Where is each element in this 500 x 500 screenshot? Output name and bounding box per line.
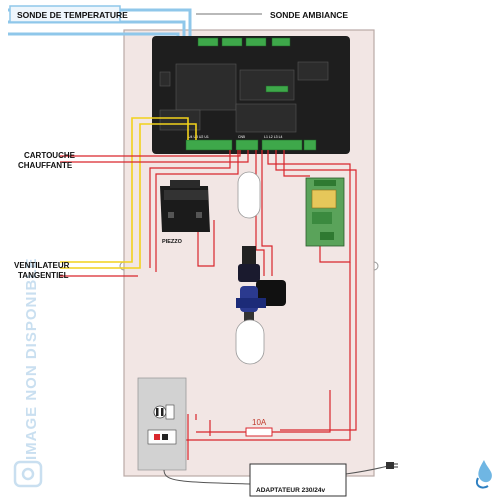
label-cartouche-line2: CHAUFFANTE (18, 161, 73, 170)
watermark-text: IMAGE NON DISPONIBLE (23, 257, 40, 460)
label-ventilateur-line1: VENTILATEUR (14, 261, 70, 270)
adapter-cable (345, 465, 389, 475)
label-piezzo: PIEZZO (162, 239, 183, 245)
label-ventilateur-line2: TANGENTIEL (18, 271, 69, 280)
pcb-bottom-terminals (185, 139, 317, 151)
terminal-block (147, 404, 177, 445)
label-adaptateur: ADAPTATEUR 230/24v (256, 487, 325, 494)
label-fuse: 10A (252, 418, 267, 427)
piezzo-transformer (160, 180, 210, 232)
power-bracket (137, 377, 187, 471)
mains-cable (163, 469, 251, 485)
label-sonde-temperature: SONDE DE TEMPERATURE (17, 10, 128, 20)
watermark-logo-icon (13, 460, 43, 488)
svg-text:CN5: CN5 (238, 135, 245, 139)
transmitter-module (305, 177, 345, 247)
svg-text:U4 U3 U2 U1: U4 U3 U2 U1 (188, 135, 209, 139)
ventilator-wires (60, 117, 197, 269)
sonde-temperature-box (9, 5, 121, 23)
oval-cutout-bottom (235, 319, 265, 365)
label-sonde-ambiance: SONDE AMBIANCE (270, 10, 348, 20)
oval-cutout-top (237, 171, 261, 219)
svg-text:L1 L2 L3 L4: L1 L2 L3 L4 (264, 135, 283, 139)
plug-icon (386, 462, 398, 469)
adapter-box (249, 463, 347, 497)
label-cartouche-line1: CARTOUCHE (24, 151, 76, 160)
pcb-top-terminals (197, 37, 291, 47)
fuse-10a (245, 427, 273, 437)
solenoid-valve (236, 246, 286, 322)
pcb-components (159, 61, 329, 133)
droplet-logo-icon (476, 460, 492, 489)
